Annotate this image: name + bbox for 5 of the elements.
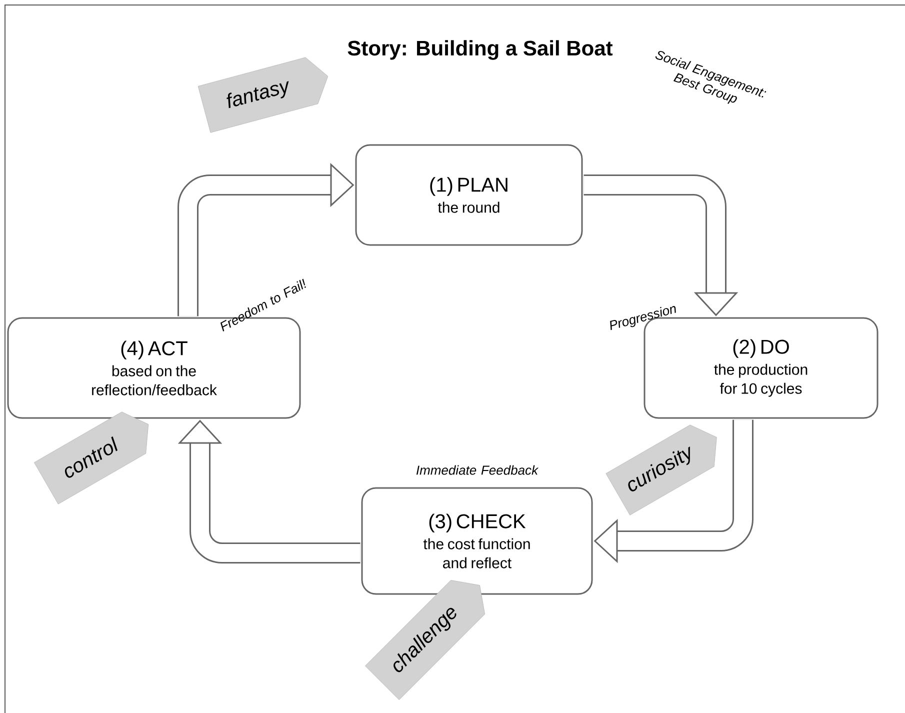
process-box: (3) CHECK the cost function and reflect	[361, 487, 593, 595]
title: Story: Building a Sail Boat	[348, 40, 613, 60]
word-tag: fantasy	[198, 57, 328, 133]
annotation-text: Immediate Feedback	[416, 465, 539, 475]
process-box: (1) PLAN the round	[355, 144, 583, 246]
